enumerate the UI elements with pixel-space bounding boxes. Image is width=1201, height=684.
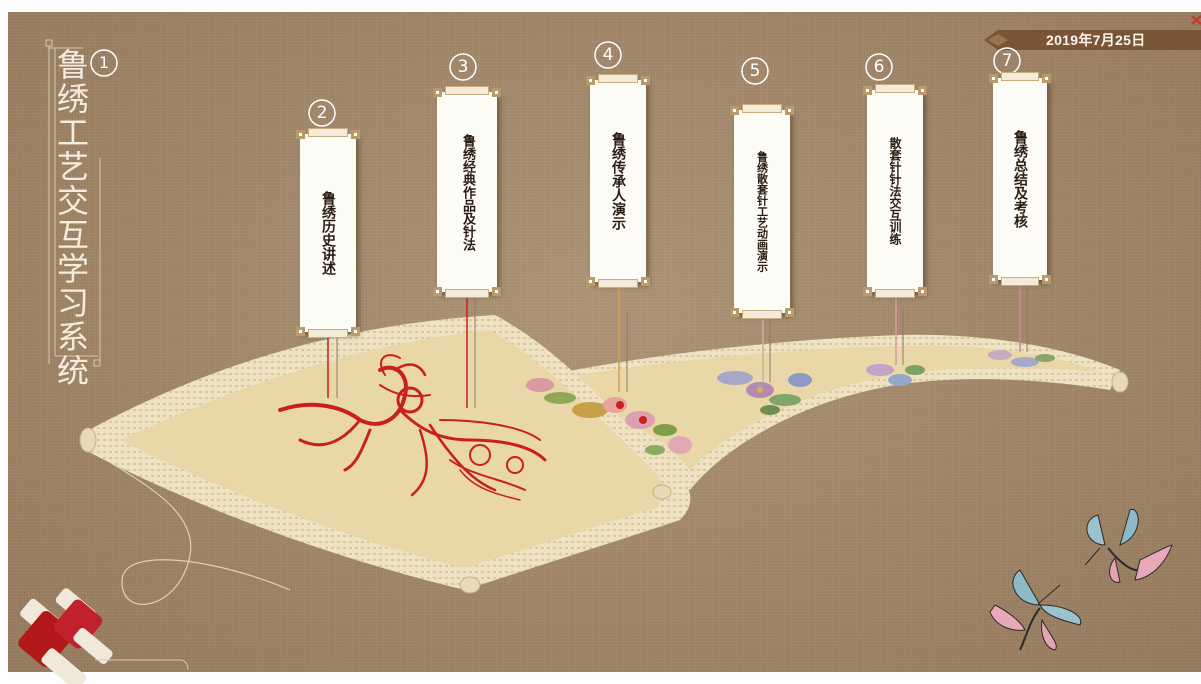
current-date: 2019年7月25日 — [1046, 32, 1146, 48]
menu-card-interactive-training[interactable]: 散套针针法交互训练 — [863, 84, 927, 298]
menu-card-label[interactable]: 鲁绣总结及考核 — [1012, 130, 1028, 228]
menu-card-label[interactable]: 鲁绣历史讲述 — [320, 191, 336, 275]
menu-card-classic-works[interactable]: 鲁绣经典作品及针法 — [433, 86, 501, 298]
menu-card-history[interactable]: 鲁绣历史讲述 — [296, 128, 360, 338]
loose-thread — [79, 439, 291, 605]
top-border — [0, 0, 1201, 12]
title-number-digit: 1 — [98, 53, 110, 72]
butterfly-icon — [1084, 509, 1173, 583]
menu-number-4: 4 — [593, 40, 623, 70]
flower-embroidery — [526, 350, 1055, 455]
menu-card-summary-exam[interactable]: 鲁绣总结及考核 — [989, 72, 1051, 286]
card-threads — [327, 280, 1028, 408]
phoenix-embroidery — [278, 354, 547, 501]
menu-card-label[interactable]: 鲁绣散套针工艺动画演示 — [755, 151, 769, 272]
scroll-roll-right — [1111, 371, 1129, 393]
scroll-rear-silk — [490, 345, 1100, 470]
bottom-border — [0, 672, 1201, 684]
menu-card-label[interactable]: 鲁绣传承人演示 — [610, 132, 626, 230]
title-number-badge: 1 — [89, 48, 119, 78]
menu-card-label[interactable]: 散套针针法交互训练 — [888, 137, 902, 245]
menu-number-6: 6 — [864, 52, 894, 82]
close-button[interactable] — [1184, 12, 1201, 32]
page-title: 鲁绣工艺交互学习系统 — [52, 48, 90, 388]
menu-number-5: 5 — [740, 56, 770, 86]
thread-spool-icon — [18, 588, 113, 684]
left-border — [0, 0, 8, 684]
close-icon[interactable] — [1184, 12, 1201, 32]
menu-card-label[interactable]: 鲁绣经典作品及针法 — [460, 133, 475, 251]
scroll-front-silk — [120, 330, 664, 568]
menu-card-inheritor-demo[interactable]: 鲁绣传承人演示 — [586, 74, 650, 288]
menu-number-2: 2 — [307, 98, 337, 128]
scroll-roll-bottom — [459, 576, 481, 594]
title-frame-border — [45, 39, 101, 367]
menu-card-animation-demo[interactable]: 鲁绣散套针工艺动画演示 — [730, 104, 794, 319]
title-frame — [38, 38, 108, 374]
scroll-roll-middle — [652, 484, 672, 500]
butterfly-icon — [989, 569, 1082, 651]
menu-number-3: 3 — [448, 52, 478, 82]
bottom-decor-line — [95, 659, 189, 671]
scroll-roll-left — [79, 427, 97, 453]
date-banner — [984, 30, 1201, 50]
